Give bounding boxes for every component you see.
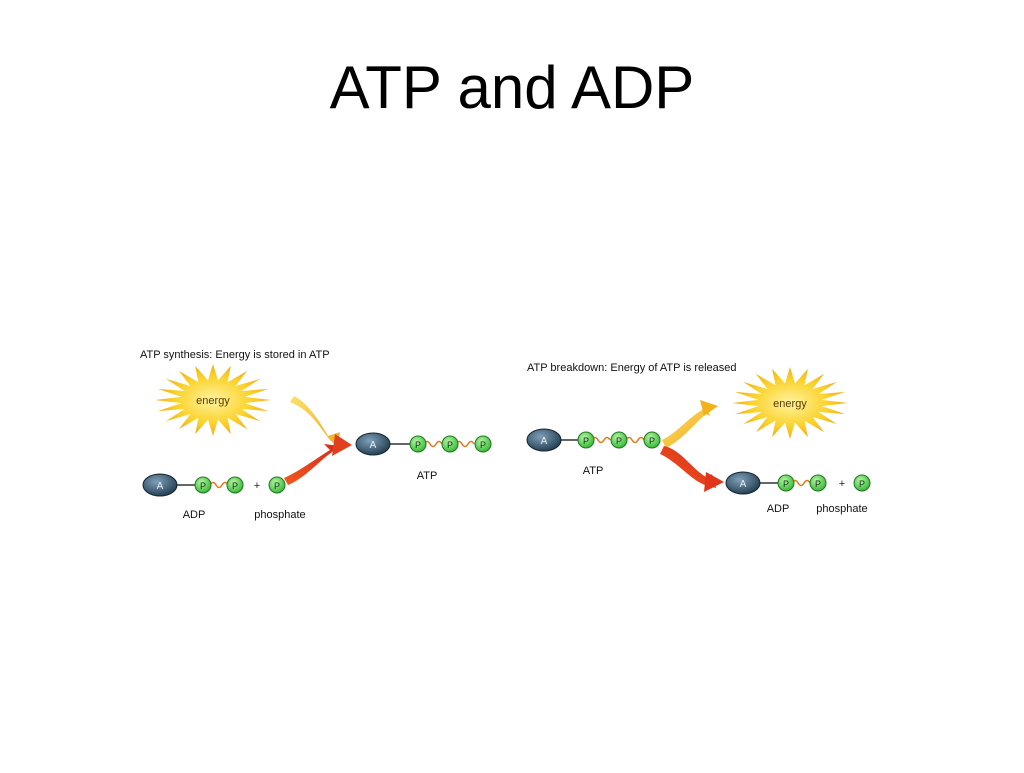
phosphate-symbol: P <box>815 479 821 489</box>
slide-title: ATP and ADP <box>329 54 695 121</box>
energy-burst-left: energy <box>155 364 271 436</box>
phosphate-icon <box>409 435 427 453</box>
phosphate-symbol: P <box>649 436 655 446</box>
phosphate-label-left: phosphate <box>254 509 305 521</box>
phosphate-symbol: P <box>200 481 206 491</box>
phosphate-symbol: P <box>480 440 486 450</box>
phosphate-icon <box>610 431 628 449</box>
free-phosphate-left: P <box>268 476 286 494</box>
phosphate-icon <box>643 431 661 449</box>
atp-molecule-left: A P P P <box>355 432 492 456</box>
energy-burst-right: energy <box>732 367 848 439</box>
phosphate-icon <box>194 476 212 494</box>
breakdown-arrows <box>660 400 724 492</box>
phosphate-icon <box>577 431 595 449</box>
phosphate-symbol: P <box>859 479 865 489</box>
atp-label-left: ATP <box>417 470 438 482</box>
phosphate-symbol: P <box>783 479 789 489</box>
phosphate-symbol: P <box>447 440 453 450</box>
adenosine-icon <box>142 473 178 497</box>
adp-label-right: ADP <box>767 503 790 515</box>
energy-label-right: energy <box>773 398 807 410</box>
phosphate-icon <box>853 474 871 492</box>
phosphate-icon <box>226 476 244 494</box>
energy-label-left: energy <box>196 395 230 407</box>
phosphate-icon <box>474 435 492 453</box>
phosphate-icon <box>777 474 795 492</box>
adenosine-symbol: A <box>740 479 747 490</box>
synthesis-caption: ATP synthesis: Energy is stored in ATP <box>140 349 330 361</box>
atp-molecule-right: A P P P <box>526 428 661 452</box>
free-phosphate-right: P <box>853 474 871 492</box>
plus-sign-right: + <box>839 478 845 490</box>
phosphate-icon <box>441 435 459 453</box>
adenosine-icon <box>526 428 562 452</box>
phosphate-symbol: P <box>583 436 589 446</box>
adenosine-symbol: A <box>370 440 377 451</box>
breakdown-caption: ATP breakdown: Energy of ATP is released <box>527 362 737 374</box>
phosphate-icon <box>268 476 286 494</box>
phosphate-icon <box>809 474 827 492</box>
adp-molecule-left: A P P <box>142 473 244 497</box>
adenosine-icon <box>725 471 761 495</box>
adenosine-symbol: A <box>541 436 548 447</box>
atp-label-right: ATP <box>583 465 604 477</box>
phosphate-symbol: P <box>232 481 238 491</box>
phosphate-symbol: P <box>415 440 421 450</box>
synthesis-arrows <box>284 396 352 485</box>
plus-sign-left: + <box>254 480 260 492</box>
adp-label-left: ADP <box>183 509 206 521</box>
phosphate-label-right: phosphate <box>816 503 867 515</box>
adenosine-symbol: A <box>157 481 164 492</box>
adp-molecule-right: A P P <box>725 471 827 495</box>
phosphate-symbol: P <box>274 481 280 491</box>
phosphate-symbol: P <box>616 436 622 446</box>
adenosine-icon <box>355 432 391 456</box>
